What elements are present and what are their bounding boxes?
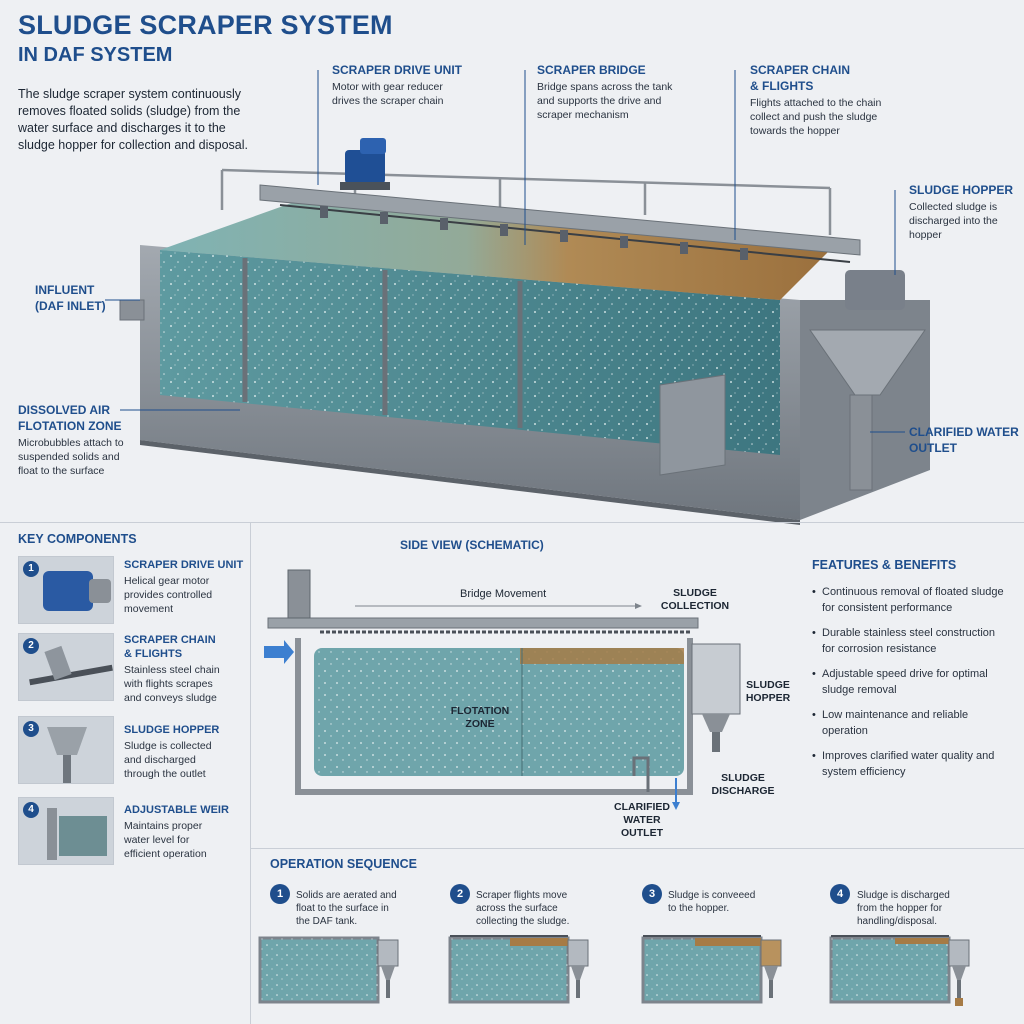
callout-hopper: SLUDGE HOPPER Collected sludge is discha…	[909, 183, 1014, 241]
feature-item: Low maintenance and reliable operation	[812, 707, 1020, 739]
callout-drive-unit: SCRAPER DRIVE UNIT Motor with gear reduc…	[332, 63, 463, 107]
mini-tank-4	[829, 935, 970, 1006]
chain-thumb: 2	[18, 633, 114, 701]
kc-item-1: 1	[18, 556, 114, 624]
kc-text-3: SLUDGE HOPPER Sludge is collected and di…	[124, 724, 220, 780]
hopper-thumb: 3	[18, 716, 114, 784]
schematic-bridge	[267, 617, 699, 629]
sludge-hopper-label: SLUDGE HOPPER	[745, 679, 791, 704]
divider	[250, 848, 1024, 849]
hopper-drive	[845, 270, 905, 310]
sludge-discharge-label: SLUDGE DISCHARGE	[711, 772, 775, 797]
kc-item-4: 4	[18, 797, 114, 865]
op-step-2-text: Scraper flights move across the surface …	[476, 890, 570, 927]
key-components-heading: KEY COMPONENTS	[18, 532, 137, 546]
feature-item: Durable stainless steel construction for…	[812, 625, 1020, 657]
mini-tank-3	[641, 935, 782, 1004]
callout-chain: SCRAPER CHAIN & FLIGHTS Flights attached…	[750, 63, 882, 137]
op-step-1-text: Solids are aerated and float to the surf…	[296, 890, 397, 927]
op-step-1: 1	[270, 884, 290, 904]
op-step-4-text: Sludge is discharged from the hopper for…	[857, 890, 950, 927]
feature-item: Adjustable speed drive for optimal sludg…	[812, 666, 1020, 698]
water-surface	[160, 200, 840, 300]
callout-influent: INFLUENT (DAF INLET)	[35, 283, 106, 313]
page-title: SLUDGE SCRAPER SYSTEM	[18, 10, 393, 40]
op-step-4: 4	[830, 884, 850, 904]
features-list: Continuous removal of floated sludge for…	[812, 584, 1020, 780]
features-heading: FEATURES & BENEFITS	[812, 558, 957, 572]
flotation-zone-label: FLOTATION ZONE	[450, 705, 510, 730]
sludge-hopper	[809, 329, 926, 396]
clarified-outlet-label: CLARIFIED WATER OUTLET	[614, 801, 670, 839]
side-view-heading: SIDE VIEW (SCHEMATIC)	[400, 538, 544, 552]
kc-text-2: SCRAPER CHAIN & FLIGHTS Stainless steel …	[124, 634, 220, 704]
op-step-3-text: Sludge is conveeed to the hopper.	[668, 890, 756, 914]
mini-tank-1	[258, 936, 399, 1004]
op-step-3: 3	[642, 884, 662, 904]
schematic-motor	[287, 569, 311, 619]
tank-illustration	[105, 70, 930, 525]
scraper-bridge	[259, 184, 861, 256]
divider	[0, 522, 1024, 523]
divider	[250, 522, 251, 1024]
schematic-sludge-layer	[520, 648, 684, 664]
callout-bridge: SCRAPER BRIDGE Bridge spans across the t…	[537, 63, 673, 121]
inlet-arrow	[264, 640, 294, 664]
feature-item: Improves clarified water quality and sys…	[812, 748, 1020, 780]
bridge-railing	[220, 168, 832, 235]
scraper-drive-motor	[340, 138, 390, 190]
callout-daf-zone: DISSOLVED AIR FLOTATION ZONE Microbubble…	[18, 403, 124, 477]
operation-mini-tanks	[258, 935, 970, 1006]
gear-motor-thumb: 1	[18, 556, 114, 624]
page-subtitle: IN DAF SYSTEM	[18, 44, 173, 66]
kc-item-3: 3	[18, 716, 114, 784]
op-step-2: 2	[450, 884, 470, 904]
mini-tank-2	[448, 935, 589, 1004]
microbubbles	[160, 250, 780, 455]
feature-item: Continuous removal of floated sludge for…	[812, 584, 1020, 616]
kc-item-2: 2	[18, 633, 114, 701]
schematic-hopper	[691, 643, 741, 715]
kc-text-1: SCRAPER DRIVE UNIT Helical gear motor pr…	[124, 559, 244, 615]
intro-text: The sludge scraper system continuously r…	[18, 87, 249, 152]
sludge-collection-label: SLUDGE COLLECTION	[660, 587, 730, 612]
side-view-schematic	[264, 569, 741, 810]
weir-thumb: 4	[18, 797, 114, 865]
kc-text-4: ADJUSTABLE WEIR Maintains proper water l…	[124, 804, 229, 860]
bridge-movement-label: Bridge Movement	[460, 588, 547, 600]
operation-heading: OPERATION SEQUENCE	[270, 857, 418, 871]
callout-clarified-outlet: CLARIFIED WATER OUTLET	[909, 425, 1019, 455]
